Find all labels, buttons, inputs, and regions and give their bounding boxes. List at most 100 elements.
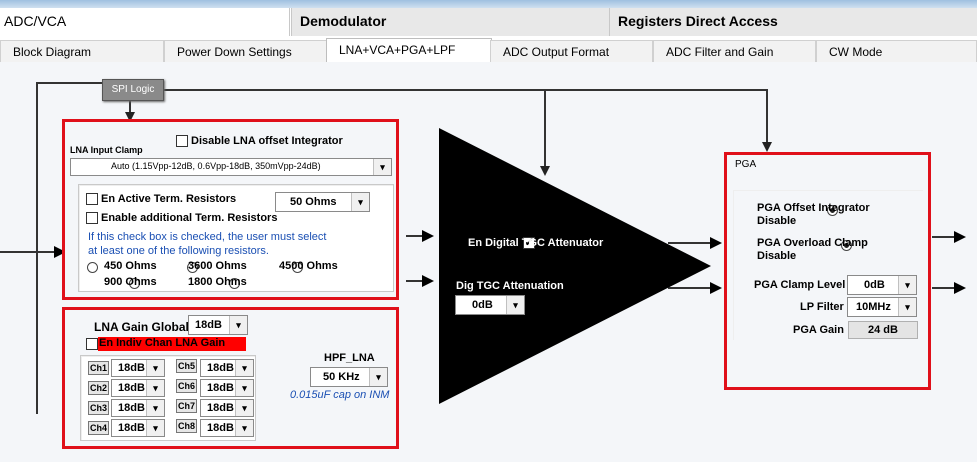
ch6-button[interactable]: Ch6 bbox=[176, 379, 197, 393]
active-term-value: 50 Ohms bbox=[290, 196, 337, 208]
term-resistor-note: If this check box is checked, the user m… bbox=[88, 231, 327, 257]
en-active-term-checkbox[interactable] bbox=[86, 193, 98, 205]
ch6-gain-value: 18dB bbox=[207, 382, 234, 394]
enable-additional-term-checkbox[interactable] bbox=[86, 212, 98, 224]
ch3-button[interactable]: Ch3 bbox=[88, 401, 109, 415]
lp-filter-value: 10MHz bbox=[856, 301, 891, 313]
lna-input-clamp-label: LNA Input Clamp bbox=[70, 145, 143, 155]
lp-filter-select[interactable]: 10MHz ▾ bbox=[847, 297, 917, 317]
ch1-gain-select[interactable]: 18dB▾ bbox=[111, 359, 165, 377]
tab-demodulator[interactable]: Demodulator bbox=[291, 8, 609, 36]
pga-gain-label: PGA Gain bbox=[793, 324, 844, 336]
ch2-button[interactable]: Ch2 bbox=[88, 381, 109, 395]
pga-out-line-1 bbox=[932, 236, 956, 238]
subtab-power-down-settings[interactable]: Power Down Settings bbox=[164, 40, 327, 62]
chevron-down-icon: ▾ bbox=[235, 420, 253, 436]
enable-additional-term-label: Enable additional Term. Resistors bbox=[101, 212, 278, 224]
ch8-gain-select[interactable]: 18dB▾ bbox=[200, 419, 254, 437]
spi-logic-block: SPI Logic bbox=[102, 79, 164, 101]
ch4-button[interactable]: Ch4 bbox=[88, 421, 109, 435]
ch7-gain-select[interactable]: 18dB▾ bbox=[200, 399, 254, 417]
arrow-right-icon bbox=[954, 282, 966, 294]
hpf-lna-label: HPF_LNA bbox=[324, 352, 375, 364]
chevron-down-icon: ▾ bbox=[373, 159, 391, 175]
ch3-gain-value: 18dB bbox=[118, 402, 145, 414]
chevron-down-icon: ▾ bbox=[146, 400, 164, 416]
radio-900-ohms[interactable] bbox=[129, 278, 141, 289]
ch1-gain-value: 18dB bbox=[118, 362, 145, 374]
dig-tgc-attenuation-select[interactable]: 0dB ▾ bbox=[455, 295, 525, 315]
pga-clamp-level-select[interactable]: 0dB ▾ bbox=[847, 275, 917, 295]
disable-lna-offset-integrator-checkbox[interactable] bbox=[176, 135, 188, 147]
tab-adc-vca[interactable]: ADC/VCA bbox=[0, 8, 290, 36]
radio-450-ohms[interactable] bbox=[87, 262, 98, 273]
radio-4500-ohms[interactable] bbox=[292, 262, 304, 273]
spi-down-line bbox=[129, 100, 131, 120]
tgc-amplifier-triangle bbox=[439, 128, 711, 404]
radio-900-ohms-label: 900 Ohms bbox=[104, 276, 157, 288]
chevron-down-icon: ▾ bbox=[229, 316, 247, 334]
lna-gain-global-value: 18dB bbox=[195, 319, 222, 331]
ch1-button[interactable]: Ch1 bbox=[88, 361, 109, 375]
dig-tgc-attenuation-value: 0dB bbox=[472, 299, 493, 311]
pga-overload-clamp-label: PGA Overload Clamp Disable bbox=[757, 237, 868, 262]
chevron-down-icon: ▾ bbox=[235, 380, 253, 396]
lna-gain-global-label: LNA Gain Global bbox=[94, 320, 189, 334]
ch8-button[interactable]: Ch8 bbox=[176, 419, 197, 433]
radio-1800-ohms[interactable] bbox=[229, 278, 241, 289]
ch7-button[interactable]: Ch7 bbox=[176, 399, 197, 413]
en-digital-tgc-label: En Digital TGC Attenuator bbox=[468, 237, 604, 249]
en-indiv-chan-checkbox[interactable] bbox=[86, 338, 98, 350]
pga-offset-integrator-radio[interactable] bbox=[827, 205, 839, 216]
disable-lna-offset-integrator-label: Disable LNA offset Integrator bbox=[191, 135, 343, 147]
tgc-control-line bbox=[544, 89, 546, 169]
lna-to-tgc-line-1 bbox=[406, 235, 424, 237]
chevron-down-icon: ▾ bbox=[235, 400, 253, 416]
lna-gain-global-select[interactable]: 18dB ▾ bbox=[188, 315, 248, 335]
ch7-gain-value: 18dB bbox=[207, 402, 234, 414]
hpf-lna-select[interactable]: 50 KHz ▾ bbox=[310, 367, 388, 387]
pga-overload-clamp-radio[interactable] bbox=[841, 240, 853, 251]
en-indiv-chan-label: En Indiv Chan LNA Gain bbox=[99, 337, 226, 349]
arrow-down-icon bbox=[762, 142, 772, 152]
chevron-down-icon: ▾ bbox=[146, 380, 164, 396]
chevron-down-icon: ▾ bbox=[235, 360, 253, 376]
lna-input-clamp-select[interactable]: Auto (1.15Vpp-12dB, 0.6Vpp-18dB, 350mVpp… bbox=[70, 158, 392, 176]
ch5-gain-value: 18dB bbox=[207, 362, 234, 374]
subtab-lna-vca-pga-lpf[interactable]: LNA+VCA+PGA+LPF bbox=[326, 38, 492, 63]
input-line bbox=[0, 251, 56, 253]
tgc-to-pga-line-2 bbox=[668, 287, 712, 289]
pga-control-line bbox=[766, 89, 768, 143]
radio-450-ohms-label: 450 Ohms bbox=[104, 260, 157, 272]
arrow-right-icon bbox=[954, 231, 966, 243]
chevron-down-icon: ▾ bbox=[898, 276, 916, 294]
subtab-block-diagram[interactable]: Block Diagram bbox=[0, 40, 164, 62]
chevron-down-icon: ▾ bbox=[506, 296, 524, 314]
pga-out-line-2 bbox=[932, 287, 956, 289]
ch6-gain-select[interactable]: 18dB▾ bbox=[200, 379, 254, 397]
radio-1800-ohms-label: 1800 Ohms bbox=[188, 276, 247, 288]
hpf-lna-value: 50 KHz bbox=[323, 371, 360, 383]
subtab-adc-output-format[interactable]: ADC Output Format bbox=[490, 40, 653, 62]
dig-tgc-attenuation-label: Dig TGC Attenuation bbox=[456, 280, 564, 292]
bus-to-spi-line bbox=[36, 82, 102, 84]
hpf-cap-note: 0.015uF cap on INM bbox=[290, 389, 390, 401]
chevron-down-icon: ▾ bbox=[146, 420, 164, 436]
ch2-gain-select[interactable]: 18dB▾ bbox=[111, 379, 165, 397]
tab-registers-direct-access[interactable]: Registers Direct Access bbox=[609, 8, 977, 36]
pga-title: PGA bbox=[735, 159, 757, 170]
radio-3600-ohms[interactable] bbox=[187, 262, 199, 273]
subtab-adc-filter-and-gain[interactable]: ADC Filter and Gain bbox=[653, 40, 816, 62]
en-digital-tgc-checkbox[interactable] bbox=[523, 235, 536, 249]
ch8-gain-value: 18dB bbox=[207, 422, 234, 434]
en-active-term-label: En Active Term. Resistors bbox=[101, 193, 237, 205]
arrow-down-icon bbox=[540, 166, 550, 176]
active-term-select[interactable]: 50 Ohms ▾ bbox=[275, 192, 370, 212]
pga-offset-integrator-label: PGA Offset Integrator Disable bbox=[757, 202, 870, 227]
pga-gain-readout: 24 dB bbox=[848, 321, 918, 339]
ch3-gain-select[interactable]: 18dB▾ bbox=[111, 399, 165, 417]
subtab-cw-mode[interactable]: CW Mode bbox=[816, 40, 977, 62]
ch4-gain-select[interactable]: 18dB▾ bbox=[111, 419, 165, 437]
ch5-button[interactable]: Ch5 bbox=[176, 359, 197, 373]
ch5-gain-select[interactable]: 18dB▾ bbox=[200, 359, 254, 377]
